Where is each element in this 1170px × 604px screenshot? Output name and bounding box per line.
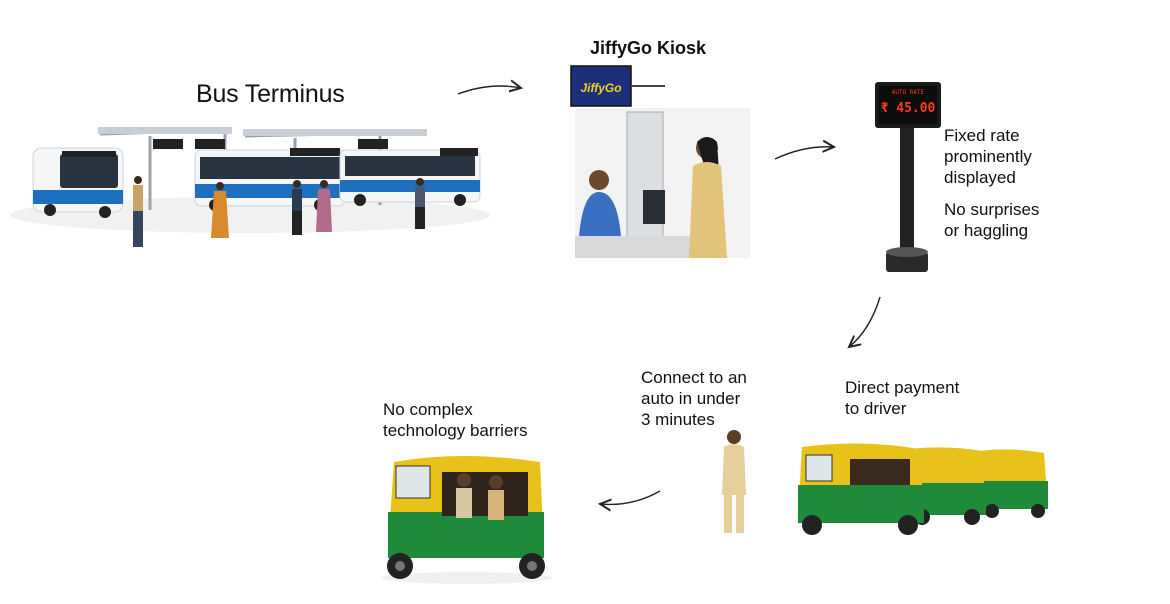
person-icon xyxy=(211,182,229,238)
person-icon xyxy=(316,180,332,232)
payment-note: Direct payment to driver xyxy=(845,378,960,418)
person-icon xyxy=(133,176,143,247)
rate-note-no-haggling: No surprises or haggling xyxy=(944,200,1040,240)
bus-icon xyxy=(32,147,124,218)
person-icon xyxy=(415,178,425,229)
final-note: No complex technology barriers xyxy=(383,400,528,440)
kiosk-title: JiffyGo Kiosk xyxy=(590,38,707,58)
auto-rickshaw-icon xyxy=(798,443,924,535)
rate-note-fixed: Fixed rate prominently displayed xyxy=(944,126,1032,187)
auto-rickshaw-icon xyxy=(387,456,545,579)
connect-note: Connect to an auto in under 3 minutes xyxy=(641,368,747,429)
kiosk-sign-text: JiffyGo xyxy=(580,81,621,95)
customer-person xyxy=(689,137,727,258)
bus-icon xyxy=(339,148,481,206)
person-icon xyxy=(722,430,746,533)
terminus-title: Bus Terminus xyxy=(196,80,345,108)
auto-rickshaw-icon xyxy=(978,449,1048,518)
kiosk-clerk xyxy=(579,170,621,236)
autos-line-illustration xyxy=(722,430,1048,535)
rate-display-value: ₹ 45.00 xyxy=(881,101,936,116)
auto-with-passengers-illustration xyxy=(382,456,552,584)
kiosk-illustration: JiffyGo xyxy=(570,65,750,258)
rate-display-label: AUTO RATE xyxy=(892,89,925,96)
bus-terminus-illustration xyxy=(10,127,490,247)
person-icon xyxy=(292,180,302,235)
rate-display-post: AUTO RATE ₹ 45.00 xyxy=(875,82,941,272)
